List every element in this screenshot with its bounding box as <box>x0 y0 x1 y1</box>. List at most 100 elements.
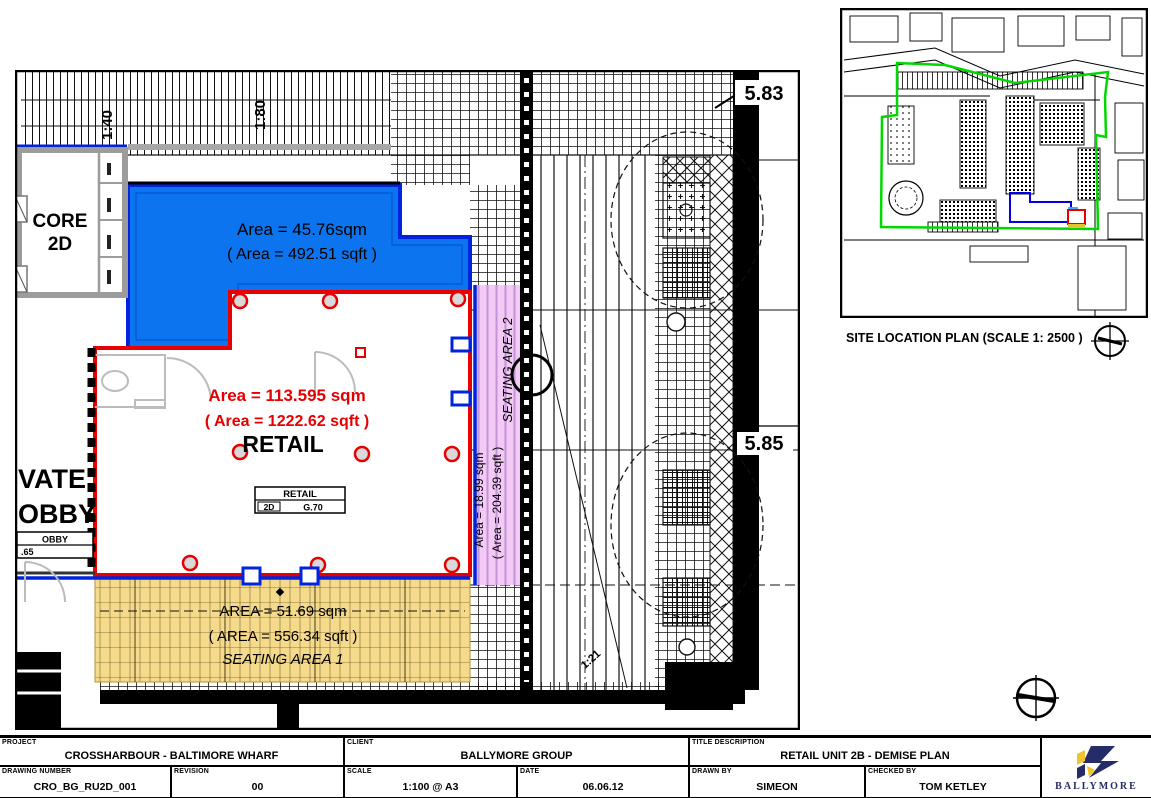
site-unit-highlight <box>1067 209 1086 225</box>
column-square <box>355 347 366 358</box>
lobby-label-2: OBBY <box>18 499 96 529</box>
riser-mark <box>107 198 111 212</box>
riser-mark <box>107 235 111 249</box>
wall-heavy-right <box>733 72 759 690</box>
planter-tree-base <box>679 203 693 217</box>
field-revision-label: REVISION <box>174 768 210 775</box>
field-revision: REVISION 00 <box>172 767 345 798</box>
field-drawn-by-value: SIMEON <box>756 780 798 793</box>
riser-mark <box>107 270 111 284</box>
north-symbol-icon <box>1013 675 1059 721</box>
lobby-tag-name: OBBY <box>42 535 68 545</box>
seating-area2-label: SEATING AREA 2 <box>500 317 515 423</box>
door-threshold <box>241 566 262 586</box>
internal-partitions <box>95 351 356 409</box>
title-block: PROJECT CROSSHARBOUR - BALTIMORE WHARF C… <box>0 735 1151 798</box>
paving-stripes-right <box>533 155 655 690</box>
tree-canopy <box>610 432 764 618</box>
paving-hatch-mid <box>391 155 470 185</box>
field-project-label: PROJECT <box>2 739 37 746</box>
planter <box>662 156 711 184</box>
ballymore-logo: BALLYMORE <box>1042 738 1151 798</box>
paving-hatch-top-left <box>21 72 391 155</box>
survey-point <box>275 587 285 597</box>
site-plan-caption: SITE LOCATION PLAN (SCALE 1: 2500 ) <box>846 331 1083 345</box>
blue-zone-area-sqm: Area = 45.76sqm <box>237 220 367 239</box>
lobby-tag-number: .65 <box>21 547 34 557</box>
wall-heavy-bottom <box>100 690 745 704</box>
site-buildings <box>849 12 1145 311</box>
field-client-label: CLIENT <box>347 739 374 746</box>
columns <box>181 290 467 574</box>
field-checked-by-label: CHECKED BY <box>868 768 917 775</box>
field-drawing-number: DRAWING NUMBER CRO_BG_RU2D_001 <box>0 767 172 798</box>
blue-zone-area-sqft: ( Area = 492.51 sqft ) <box>227 246 377 263</box>
seating-area1-zone <box>94 577 471 683</box>
ballymore-logo-icon <box>1076 745 1119 779</box>
planter <box>662 577 711 627</box>
field-drawn-by: DRAWN BY SIMEON <box>690 767 866 798</box>
door-threshold <box>299 566 320 586</box>
north-symbol-icon <box>1091 322 1129 360</box>
field-date-value: 06.06.12 <box>582 780 624 793</box>
seating-area1-sqm: AREA = 51.69 sqm <box>219 603 346 620</box>
field-drawing-number-label: DRAWING NUMBER <box>2 768 72 775</box>
lobby-label-1: VATE <box>18 464 86 494</box>
room-tag-level-box <box>257 501 281 512</box>
retail-room-label: RETAIL <box>242 431 323 457</box>
wall-hatch-strip <box>709 154 734 691</box>
core-room-label-2: 2D <box>48 234 72 255</box>
room-tag-title: RETAIL <box>283 489 317 500</box>
planter <box>662 247 711 299</box>
blue-zone-inner-line <box>135 192 463 341</box>
level-cross <box>742 420 754 432</box>
seating-area2-sqm: Area = 18.99 sqm <box>472 452 486 547</box>
planter <box>662 469 711 526</box>
ballymore-logo-text: BALLYMORE <box>1055 780 1138 792</box>
plan-frame <box>15 70 800 730</box>
seating-area1-sqft: ( AREA = 556.34 sqft ) <box>209 628 358 645</box>
site-location-plan <box>840 8 1148 318</box>
field-revision-value: 00 <box>251 780 264 793</box>
riser-mark <box>107 163 111 175</box>
field-title-label: TITLE DESCRIPTION <box>692 739 765 746</box>
field-scale-label: SCALE <box>347 768 372 775</box>
field-scale-value: 1:100 @ A3 <box>402 780 459 793</box>
field-checked-by-value: TOM KETLEY <box>919 780 987 793</box>
seating-area2-sqft: ( Area = 204.39 sqft ) <box>490 447 504 559</box>
field-client: CLIENT BALLYMORE GROUP <box>345 738 690 767</box>
field-drawing-number-value: CRO_BG_RU2D_001 <box>33 780 137 793</box>
field-project-value: CROSSHARBOUR - BALTIMORE WHARF <box>64 750 279 762</box>
room-tag-level: 2D <box>264 502 275 512</box>
wall-dashed-mid <box>520 72 533 690</box>
paving-hatch-bottom <box>100 682 660 692</box>
field-date: DATE 06.06.12 <box>518 767 690 798</box>
field-client-value: BALLYMORE GROUP <box>460 750 573 762</box>
site-boundary-green <box>879 61 1110 231</box>
site-roundabout <box>888 180 924 216</box>
hatch-scale-label-1: 1:40 <box>99 110 116 140</box>
tree-canopy <box>610 131 764 309</box>
level-text-backing <box>735 80 793 105</box>
floor-plan: 1:40 1:80 1:21 Area = 45.7 <box>15 70 800 730</box>
wall-heavy-left <box>15 652 61 728</box>
bollard <box>678 638 696 656</box>
door-swing <box>24 561 66 603</box>
site-roundabout-inner <box>894 186 918 210</box>
spot-level-upper: 5.83 <box>745 83 784 105</box>
hatch-scale-label-2: 1:80 <box>252 100 269 130</box>
door-recess <box>450 336 472 353</box>
pier <box>277 704 299 730</box>
field-project: PROJECT CROSSHARBOUR - BALTIMORE WHARF <box>0 738 345 767</box>
field-title-value: RETAIL UNIT 2B - DEMISE PLAN <box>780 750 950 762</box>
leader-line <box>539 324 628 689</box>
field-title: TITLE DESCRIPTION RETAIL UNIT 2B - DEMIS… <box>690 738 1042 767</box>
site-unit-gold-mark <box>1068 224 1085 228</box>
retail-area-sqm: Area = 113.595 sqm <box>208 386 365 405</box>
core-room-label-1: CORE <box>33 211 88 232</box>
field-scale: SCALE 1:100 @ A3 <box>345 767 518 798</box>
paving-hatch-top-right <box>391 72 733 155</box>
site-building-outline-blue <box>1009 192 1072 223</box>
seating-area2-zone <box>475 285 520 585</box>
